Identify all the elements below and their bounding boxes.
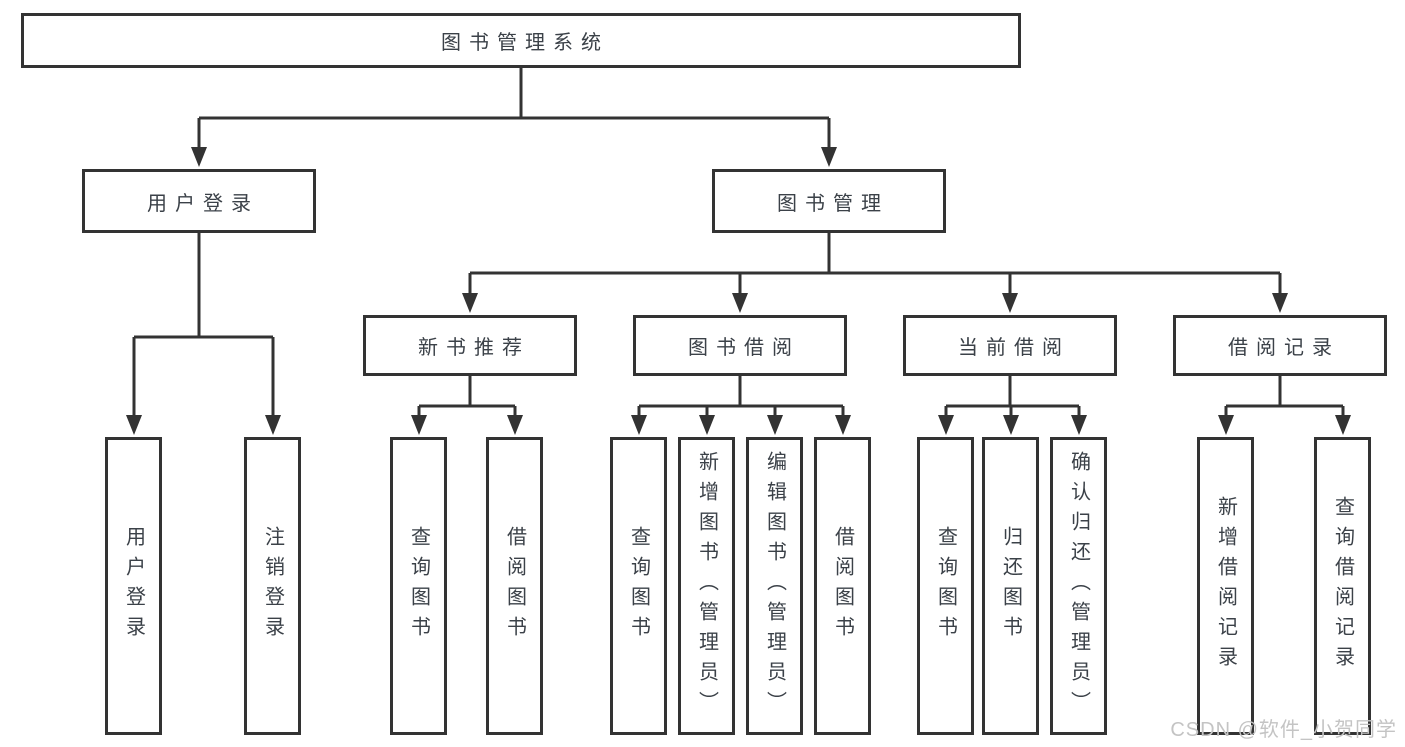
leaf-label: 用户登录 [122, 526, 145, 646]
leaf-query-books: 查询图书 [610, 437, 667, 735]
node-label: 借阅记录 [1228, 337, 1340, 359]
leaf-label: 编辑图书（管理员） [763, 451, 786, 721]
arrowhead [1071, 415, 1087, 435]
leaf-label: 借阅图书 [831, 526, 854, 646]
arrowhead [1335, 415, 1351, 435]
node-new-book-recommend: 新书推荐 [363, 315, 577, 376]
leaf-user-login: 用户登录 [105, 437, 162, 735]
node-current-borrow: 当前借阅 [903, 315, 1117, 376]
node-label: 图书管理系统 [441, 32, 609, 54]
leaf-label: 新增借阅记录 [1214, 496, 1237, 676]
arrowhead [1272, 293, 1288, 313]
leaf-add-borrow-record: 新增借阅记录 [1197, 437, 1254, 735]
arrowhead [462, 293, 478, 313]
leaf-logout-login: 注销登录 [244, 437, 301, 735]
leaf-label: 注销登录 [261, 526, 284, 646]
arrowhead [835, 415, 851, 435]
node-borrow-records: 借阅记录 [1173, 315, 1387, 376]
leaf-query-borrow-record: 查询借阅记录 [1314, 437, 1371, 735]
watermark-text: CSDN @软件_小贺同学 [1170, 719, 1397, 741]
arrowhead [1003, 415, 1019, 435]
node-label: 新书推荐 [418, 337, 530, 359]
arrowhead [699, 415, 715, 435]
node-label: 图书借阅 [688, 337, 800, 359]
arrowhead [1002, 293, 1018, 313]
leaf-add-books-admin: 新增图书（管理员） [678, 437, 735, 735]
leaf-return-books: 归还图书 [982, 437, 1039, 735]
leaf-label: 查询图书 [627, 526, 650, 646]
node-root: 图书管理系统 [21, 13, 1021, 68]
leaf-label: 查询借阅记录 [1331, 496, 1354, 676]
node-label: 图书管理 [777, 192, 889, 215]
arrowhead [1218, 415, 1234, 435]
arrowhead [631, 415, 647, 435]
arrowhead [732, 293, 748, 313]
leaf-label: 确认归还（管理员） [1067, 451, 1090, 721]
arrowhead [821, 147, 837, 167]
arrowhead [411, 415, 427, 435]
leaf-label: 新增图书（管理员） [695, 451, 718, 721]
leaf-label: 查询图书 [407, 526, 430, 646]
node-book-management: 图书管理 [712, 169, 946, 233]
node-label: 当前借阅 [958, 337, 1070, 359]
leaf-borrow-books: 借阅图书 [814, 437, 871, 735]
node-user-login: 用户登录 [82, 169, 316, 233]
leaf-label: 借阅图书 [503, 526, 526, 646]
arrowhead [938, 415, 954, 435]
leaf-label: 查询图书 [934, 526, 957, 646]
node-book-borrow: 图书借阅 [633, 315, 847, 376]
arrowhead [191, 147, 207, 167]
node-label: 用户登录 [147, 192, 259, 215]
leaf-query-books: 查询图书 [390, 437, 447, 735]
arrowhead [507, 415, 523, 435]
arrowhead [767, 415, 783, 435]
arrowhead [126, 415, 142, 435]
leaf-edit-books-admin: 编辑图书（管理员） [746, 437, 803, 735]
leaf-label: 归还图书 [999, 526, 1022, 646]
leaf-query-books: 查询图书 [917, 437, 974, 735]
leaf-borrow-books: 借阅图书 [486, 437, 543, 735]
leaf-confirm-return-admin: 确认归还（管理员） [1050, 437, 1107, 735]
arrowhead [265, 415, 281, 435]
